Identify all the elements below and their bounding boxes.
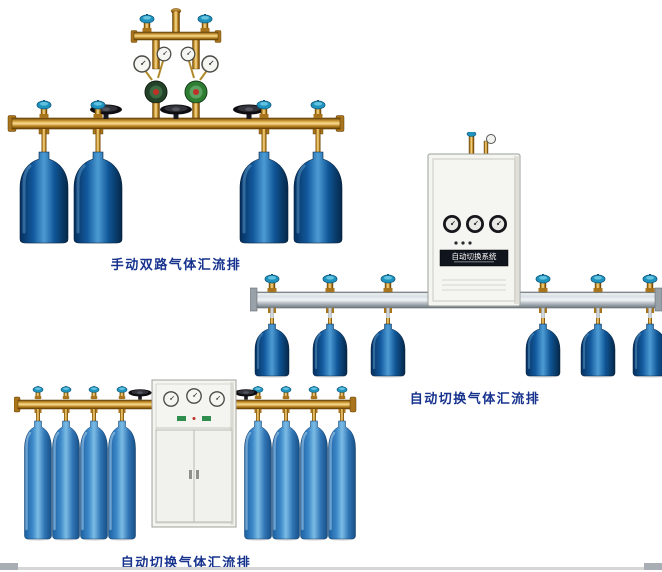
cabinet-door-right — [193, 429, 233, 523]
cylinder-valve — [322, 273, 338, 293]
pressure-regulator-left — [144, 80, 168, 104]
pressure-gauge — [465, 214, 485, 234]
cylinder-valve — [116, 385, 128, 400]
cylinder-valve — [60, 385, 72, 400]
cylinder-valve — [280, 385, 292, 400]
pressure-gauge — [180, 46, 196, 62]
door-handle — [196, 470, 199, 479]
cylinder-station — [292, 99, 344, 245]
product-caption: 自动切换气体汇流排 — [409, 391, 541, 406]
cylinder-station — [107, 385, 137, 541]
cylinder-station — [299, 385, 329, 541]
pressure-regulator-right — [184, 80, 208, 104]
cylinder-valve — [88, 385, 100, 400]
cylinder-station — [243, 385, 273, 541]
gas-cylinder — [72, 150, 124, 245]
gas-cylinder — [327, 419, 357, 541]
product-manual-dual-manifold: 手动双路气体汇流排 — [6, 6, 346, 273]
cylinder-station — [79, 385, 109, 541]
gas-cylinder — [631, 322, 662, 378]
pressure-gauge — [442, 214, 462, 234]
gas-cylinder — [79, 419, 109, 541]
cabinet-label: 自动切换系统 — [452, 251, 497, 261]
pressure-gauge — [486, 134, 496, 144]
cylinder-valve — [310, 99, 326, 119]
floor-cabinet — [151, 379, 237, 528]
cylinder-station — [327, 385, 357, 541]
auto-switch-wall-illustration: 自动切换系统 — [249, 131, 662, 378]
cylinder-station — [18, 99, 70, 245]
page-bottom-divider — [0, 563, 662, 570]
gas-cylinder — [271, 419, 301, 541]
cylinder-valve — [535, 273, 551, 293]
cylinder-valve — [590, 273, 606, 293]
product-auto-switch-floor: 自动切换气体汇流排 — [13, 374, 358, 571]
cylinder-station — [72, 99, 124, 245]
gas-cylinder — [369, 322, 407, 378]
handwheel-valve — [160, 104, 192, 119]
auto-switch-floor-illustration — [13, 379, 357, 541]
pressure-gauge — [156, 46, 172, 62]
gas-cylinder — [524, 322, 562, 378]
center-riser-assembly — [130, 8, 222, 120]
handwheel-valve — [234, 389, 258, 400]
right-manifold-pipe — [233, 396, 357, 413]
rail-valve-station — [524, 273, 562, 378]
pressure-gauge — [488, 214, 508, 234]
manual-manifold-illustration — [7, 8, 345, 245]
handwheel-valve — [128, 389, 152, 400]
cabinet-door-left — [155, 429, 195, 523]
rail-valve-station — [369, 273, 407, 378]
product-caption: 自动切换气体汇流排 — [120, 555, 252, 570]
rail-valve-station — [579, 273, 617, 378]
rail-valve-station — [631, 273, 662, 378]
divider-corner-left — [0, 563, 18, 570]
rail-valve-station — [253, 273, 291, 378]
gas-cylinder — [107, 419, 137, 541]
gas-cylinder — [18, 150, 70, 245]
pressure-gauge — [186, 388, 202, 404]
door-handle — [189, 470, 192, 479]
gas-cylinder — [51, 419, 81, 541]
pressure-gauge — [163, 391, 179, 407]
cylinder-station — [51, 385, 81, 541]
rail-valve-station — [311, 273, 349, 378]
pressure-gauge — [133, 55, 151, 73]
cylinder-station — [271, 385, 301, 541]
product-caption: 手动双路气体汇流排 — [110, 257, 242, 272]
cylinder-valve — [32, 385, 44, 400]
cylinder-valve — [308, 385, 320, 400]
cylinder-valve — [36, 99, 52, 119]
indicator-light — [202, 416, 211, 421]
control-cabinet: 自动切换系统 — [427, 131, 521, 307]
pressure-gauge — [201, 55, 219, 73]
gas-cylinder — [311, 322, 349, 378]
cylinder-valve — [380, 273, 396, 293]
cylinder-station — [238, 99, 290, 245]
gas-cylinder — [253, 322, 291, 378]
divider-corner-right — [644, 563, 662, 570]
gas-cylinder — [299, 419, 329, 541]
header-valve — [139, 13, 155, 33]
indicator-light — [177, 416, 186, 421]
gas-cylinder — [243, 419, 273, 541]
indicator-light — [192, 417, 196, 420]
gas-cylinder — [23, 419, 53, 541]
cylinder-valve — [336, 385, 348, 400]
cylinder-valve — [264, 273, 280, 293]
pressure-gauge — [209, 391, 225, 407]
cylinder-station — [23, 385, 53, 541]
header-valve — [197, 13, 213, 33]
product-auto-switch-wall: 自动切换系统 自动切换气体汇流排 — [249, 131, 662, 407]
gas-cylinder — [579, 322, 617, 378]
